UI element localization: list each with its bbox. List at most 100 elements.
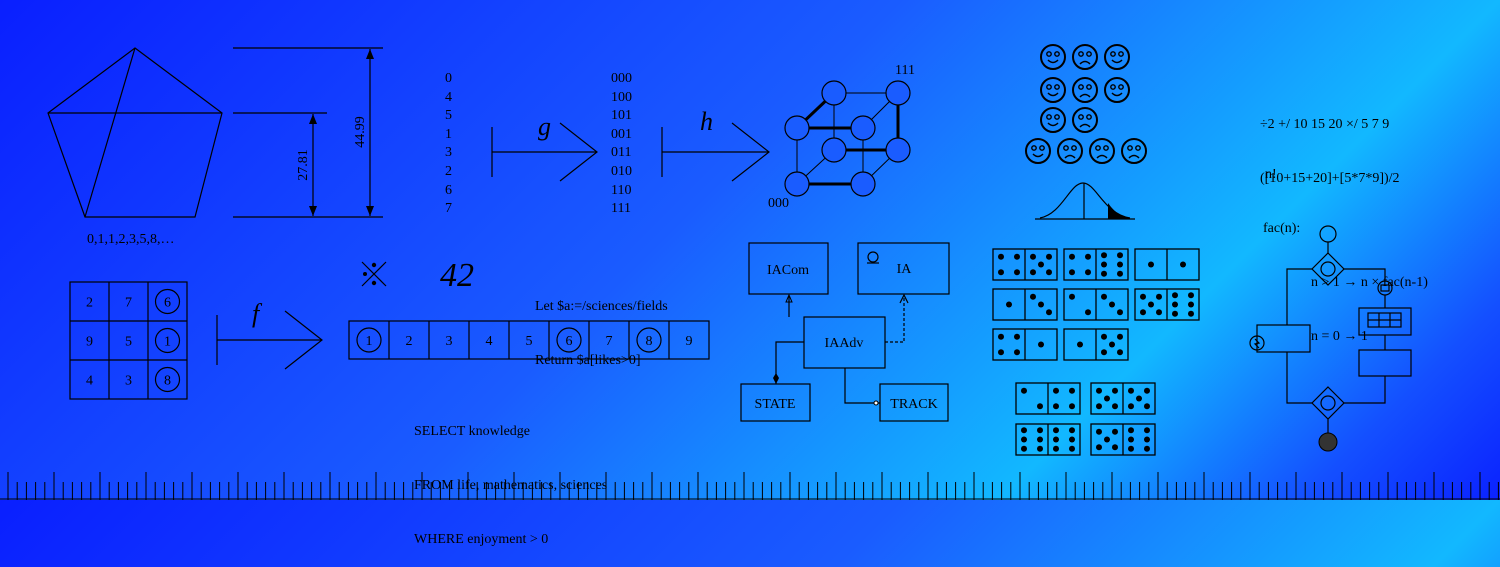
sql-text: SELECT knowledge FROM life, mathematics,…: [414, 387, 607, 567]
smiley-face: [1040, 77, 1066, 103]
cube-graph: [784, 80, 911, 197]
domino: [1063, 288, 1129, 321]
domino: [1090, 382, 1156, 415]
smiley-face: [1025, 138, 1051, 164]
grid-cell: 1: [164, 335, 171, 350]
grid-cell: 7: [125, 296, 132, 311]
dim-short: 27.81: [296, 149, 311, 181]
row-circle: [556, 327, 582, 353]
seq-left-item: 6: [445, 182, 452, 198]
dim-long: 44.99: [353, 116, 368, 148]
smiley-faces: [1025, 44, 1147, 164]
seq-right-item: 011: [611, 145, 632, 161]
fac-line-2: fac(n):: [1263, 221, 1301, 236]
domino: [1063, 328, 1129, 361]
map-f: f: [252, 299, 263, 328]
row-cell: 1: [366, 334, 373, 349]
grid-circle: [154, 288, 181, 315]
uml-track: TRACK: [890, 397, 937, 412]
fibonacci-label: 0,1,1,2,3,5,8,…: [87, 232, 175, 247]
domino: [1063, 248, 1129, 281]
bell-curve: [1035, 182, 1135, 220]
row-cell: 3: [446, 334, 453, 349]
grid-circle: [154, 366, 181, 393]
big-number: 42: [440, 257, 474, 294]
row-cell: 9: [686, 334, 693, 349]
row-circle: [356, 327, 382, 353]
seq-right-item: 010: [611, 164, 632, 179]
seq-right-item: 000: [611, 71, 632, 86]
xquery-line-1: Let $a:=/sciences/fields: [535, 299, 668, 314]
domino: [992, 288, 1058, 321]
smiley-face: [1072, 44, 1098, 70]
cube-node: [885, 137, 911, 163]
domino: [992, 328, 1058, 361]
xquery-line-2: Return $a[likes>0]: [535, 353, 641, 368]
apl-text: ÷2 +/ 10 15 20 ×/ 5 7 9 ([10+15+20]+[5*7…: [1260, 80, 1400, 206]
uml-iacom: IACom: [767, 263, 809, 278]
sql-line-2: FROM life, mathematics, sciences: [414, 478, 608, 493]
domino: [1134, 288, 1200, 321]
smiley-face: [1089, 138, 1115, 164]
pentagon: [47, 47, 223, 218]
seq-right-item: 101: [611, 108, 632, 124]
cube-node: [850, 171, 876, 197]
row-cell: 7: [606, 334, 613, 349]
smiley-face: [1072, 107, 1098, 133]
cube-node: [850, 115, 876, 141]
row-cell: 6: [566, 334, 573, 349]
seq-right-item: 100: [611, 89, 632, 105]
grid-frame: [69, 281, 188, 400]
cube-top-label: 111: [895, 63, 915, 78]
ruler: [0, 472, 1500, 500]
map-g: g: [538, 112, 551, 141]
sql-line-3: WHERE enjoyment > 0: [414, 532, 549, 547]
domino: [1015, 423, 1081, 456]
seq-left-item: 1: [445, 126, 452, 142]
row-cell: 4: [486, 334, 493, 349]
row-circle: [636, 327, 662, 353]
domino: [1134, 248, 1200, 281]
uml-diagram: [740, 242, 950, 422]
uml-state: STATE: [755, 397, 796, 412]
domino: [1090, 423, 1156, 456]
mapping-arrows: [216, 122, 770, 370]
cube-node: [821, 80, 847, 106]
grid-cell: 3: [125, 374, 132, 389]
seq-right-item: 110: [611, 182, 632, 198]
x-dots-symbol: [361, 261, 387, 287]
cube-node: [821, 137, 847, 163]
cube-node: [885, 80, 911, 106]
fac-line-3: n > 1 → n × fac(n-1): [1311, 275, 1428, 290]
process-flow: [1249, 225, 1412, 452]
seq-left-item: 4: [445, 89, 452, 105]
cube-node: [784, 171, 810, 197]
smiley-face: [1057, 138, 1083, 164]
grid-circle: [154, 327, 181, 354]
factorial-text: n! fac(n): n > 1 → n × fac(n-1) n = 0 → …: [1263, 130, 1428, 364]
smiley-face: [1040, 44, 1066, 70]
grid-cell: 6: [164, 296, 171, 311]
fac-line-4: n = 0 → 1: [1311, 329, 1368, 344]
smiley-face: [1104, 77, 1130, 103]
grid-cell: 9: [86, 335, 93, 350]
grid-cell: 5: [125, 335, 132, 350]
seq-right-item: 001: [611, 126, 632, 142]
seq-left-item: 0: [445, 71, 452, 86]
map-h: h: [700, 107, 713, 136]
smiley-face: [1121, 138, 1147, 164]
fac-line-1: n!: [1265, 167, 1277, 182]
dimension-lines: [233, 47, 383, 218]
domino: [1015, 382, 1081, 415]
cube-node: [784, 115, 810, 141]
seq-left-item: 2: [445, 164, 452, 179]
uml-ia: IA: [897, 262, 913, 277]
cube-bottom-label: 000: [768, 196, 789, 211]
smiley-face: [1072, 77, 1098, 103]
uml-iaadv: IAAdv: [825, 336, 864, 351]
row-frame: [348, 320, 710, 360]
grid-cell: 8: [164, 374, 171, 389]
smiley-face: [1040, 107, 1066, 133]
